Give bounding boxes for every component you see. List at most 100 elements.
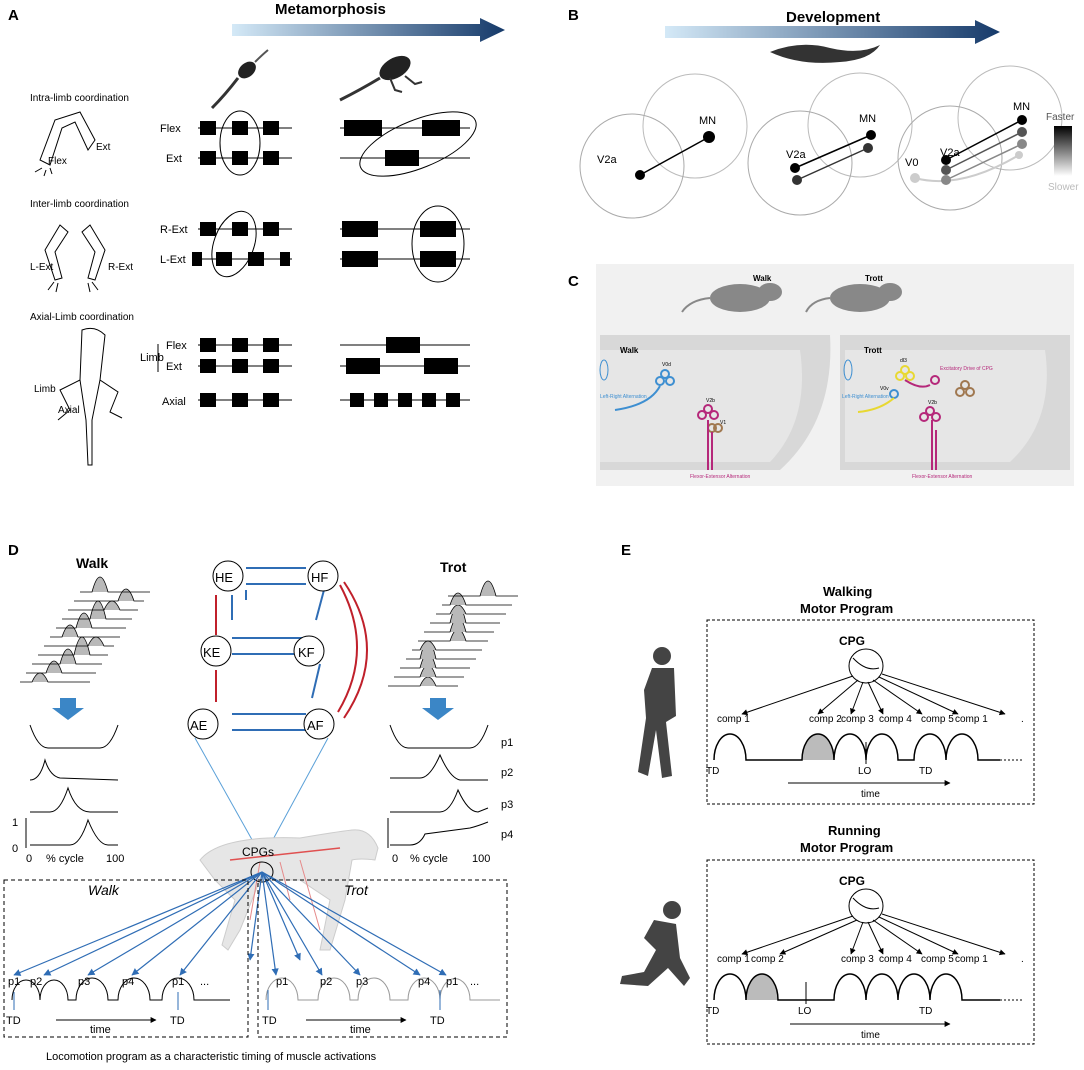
running-arrows bbox=[741, 913, 1006, 956]
walk-comp5: comp 5 bbox=[921, 714, 954, 725]
panel-a-letter: A bbox=[8, 7, 19, 24]
trot-program-box bbox=[257, 879, 508, 1038]
cpg-projection-line bbox=[261, 871, 421, 976]
walk-seq-p2: p2 bbox=[30, 976, 42, 988]
cpg-projection-line bbox=[261, 871, 323, 976]
emg-trace bbox=[32, 648, 102, 665]
speed-scale-bar bbox=[1054, 126, 1072, 176]
emg-trace bbox=[448, 580, 518, 597]
node-ke: KE bbox=[203, 645, 221, 660]
trott-lr-annotation: Left-Right Alternation bbox=[842, 394, 889, 400]
walk-primitives bbox=[25, 724, 119, 848]
trott-title: Trott bbox=[865, 274, 883, 283]
run-td-2: TD bbox=[919, 1006, 932, 1017]
node-hf: HF bbox=[311, 570, 328, 585]
zebrafish-icon bbox=[770, 44, 880, 63]
node-af: AF bbox=[307, 718, 324, 733]
stage3-v2a: V2a bbox=[940, 147, 960, 159]
trott-hemicord-label: Trott bbox=[864, 346, 882, 355]
p2-label: p2 bbox=[501, 767, 513, 779]
running-timeline bbox=[713, 973, 1024, 1004]
trot-seq-p3: p3 bbox=[356, 976, 368, 988]
trot-seq-p1b: p1 bbox=[446, 976, 458, 988]
trott-excitatory-annotation: Excitatory Drive of CPG bbox=[940, 366, 993, 372]
walking-cpg-label: CPG bbox=[839, 634, 865, 648]
walk-v0d: V0d bbox=[662, 362, 671, 368]
metamorphosis-label: Metamorphosis bbox=[275, 1, 386, 18]
walk-time-label: time bbox=[90, 1024, 111, 1036]
trot-td-label-2: TD bbox=[430, 1015, 445, 1027]
limb-body-label: Limb bbox=[34, 384, 56, 395]
cpg-projection-line bbox=[261, 871, 361, 976]
stage2-v2a: V2a bbox=[786, 149, 806, 161]
trot-x-tick-100: 100 bbox=[472, 853, 490, 865]
trot-primitives bbox=[387, 724, 489, 848]
emg-trace bbox=[80, 576, 150, 593]
walk-title: Walk bbox=[753, 274, 772, 283]
walk-seq-p1b: p1 bbox=[172, 976, 184, 988]
running-program-box bbox=[706, 859, 1035, 1045]
trot-heading: Trot bbox=[440, 559, 467, 575]
walking-cpg-circle bbox=[848, 648, 884, 684]
walk-emg-stack bbox=[20, 576, 150, 683]
cpg-projection-line bbox=[261, 871, 447, 976]
walk-program-box bbox=[3, 879, 249, 1038]
emg-trace bbox=[412, 640, 482, 651]
trot-x-tick-0: 0 bbox=[392, 853, 398, 865]
running-title-1: Running bbox=[828, 823, 881, 838]
trot-down-arrow bbox=[422, 698, 454, 720]
row3-group-label: Limb bbox=[140, 352, 164, 364]
cpg-callout-right bbox=[269, 737, 329, 846]
panel-e-letter: E bbox=[621, 542, 631, 559]
walking-title-2: Motor Program bbox=[800, 601, 893, 616]
run-comp1: comp 1 bbox=[717, 954, 750, 965]
trot-seq-ellipsis: ... bbox=[470, 976, 479, 988]
walk-heading: Walk bbox=[76, 555, 108, 571]
row1-title: Intra-limb coordination bbox=[30, 93, 129, 104]
cpg-projection-line bbox=[261, 871, 301, 961]
walk-axis-tick-1: 1 bbox=[12, 817, 18, 829]
paired-limb-icon bbox=[44, 224, 106, 293]
walk-v1: V1 bbox=[720, 420, 726, 426]
cpg-projection-line bbox=[43, 871, 263, 976]
walk-td: TD bbox=[706, 766, 719, 777]
walk-activation-timeline bbox=[11, 977, 230, 1001]
emg-trace bbox=[388, 676, 458, 687]
flex-limb-label: Flex bbox=[48, 156, 67, 167]
walking-program-box bbox=[706, 619, 1035, 805]
trott-v0v: V0v bbox=[880, 386, 889, 392]
froglet-icon bbox=[339, 55, 423, 102]
axial-body-label: Axial bbox=[58, 405, 80, 416]
run-lo: LO bbox=[798, 1006, 812, 1017]
walk-comp1: comp 1 bbox=[717, 714, 750, 725]
panel-a: A Metamorphosis Intra-limb coordination … bbox=[8, 1, 505, 466]
walk-x-tick-0: 0 bbox=[26, 853, 32, 865]
walking-cpg-wave bbox=[852, 657, 880, 670]
trot-td-label: TD bbox=[262, 1015, 277, 1027]
row1-trace1-label: Flex bbox=[160, 123, 181, 135]
walk-comp4: comp 4 bbox=[879, 714, 912, 725]
cpg-callout-left bbox=[194, 737, 256, 846]
tadpole-icon bbox=[210, 49, 269, 110]
development-label: Development bbox=[786, 9, 880, 26]
trot-emg-stack bbox=[388, 580, 518, 687]
run-comp3: comp 3 bbox=[841, 954, 874, 965]
cpg-network: HE HF KE KF AE AF bbox=[187, 560, 368, 740]
running-title-2: Motor Program bbox=[800, 840, 893, 855]
panel-b-letter: B bbox=[568, 7, 579, 24]
trott-mouse-icon bbox=[805, 283, 902, 313]
walk-x-tick-100: 100 bbox=[106, 853, 124, 865]
trott-fe-annotation: Flexor-Extensor Alternation bbox=[912, 474, 973, 480]
trot-seq-p4: p4 bbox=[418, 976, 430, 988]
emg-trace bbox=[442, 592, 512, 606]
row2-title: Inter-limb coordination bbox=[30, 199, 129, 210]
walk-lo: LO bbox=[858, 766, 872, 777]
trott-v2b: V2b bbox=[928, 400, 937, 406]
walking-time-label: time bbox=[861, 789, 880, 800]
row1-early-traces bbox=[198, 110, 292, 176]
run-td: TD bbox=[706, 1006, 719, 1017]
trot-time-label: time bbox=[350, 1024, 371, 1036]
trot-seq-p1: p1 bbox=[276, 976, 288, 988]
row1-late-traces bbox=[340, 111, 477, 177]
cpg-circle bbox=[250, 861, 274, 883]
